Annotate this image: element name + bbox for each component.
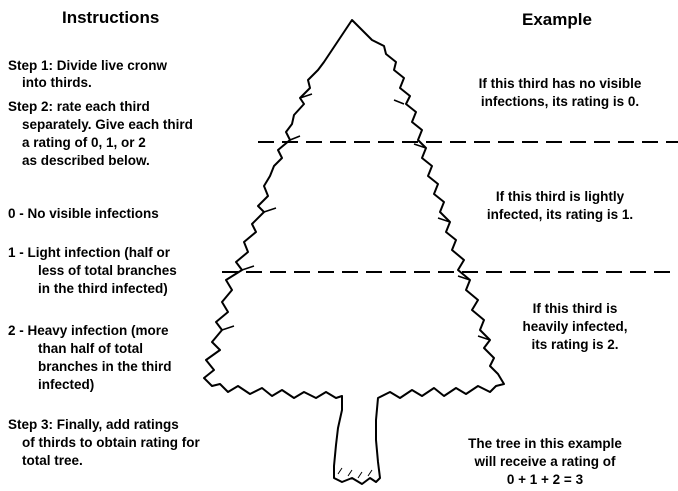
instructions-heading: Instructions [62, 8, 160, 27]
rating1-line2: less of total branches [38, 263, 177, 278]
example-total-line2: will receive a rating of [474, 454, 616, 469]
step3-line3: total tree. [22, 453, 83, 468]
rating1-line3: in the third infected) [38, 281, 168, 296]
step1-line1: Step 1: Divide live cronw [8, 58, 168, 73]
example-middle-line1: If this third is lightly [495, 189, 625, 204]
rating0-line1: 0 - No visible infections [8, 206, 159, 221]
rating2-line1: 2 - Heavy infection (more [8, 323, 169, 338]
rating2-line3: branches in the third [38, 359, 172, 374]
example-total-line1: The tree in this example [468, 436, 622, 451]
step2-line2: separately. Give each third [22, 117, 193, 132]
tree-base-grass [337, 467, 373, 479]
tree-branch-details [221, 93, 491, 341]
rating1-line1: 1 - Light infection (half or [8, 245, 170, 260]
step2-line4: as described below. [22, 153, 150, 168]
example-total-line3: 0 + 1 + 2 = 3 [506, 472, 584, 487]
example-bottom-line3: its rating is 2. [531, 337, 619, 352]
step2-line1: Step 2: rate each third [8, 99, 150, 114]
step2-line3: a rating of 0, 1, or 2 [22, 135, 146, 150]
step1-line2: into thirds. [22, 75, 92, 90]
rating2-line4: infected) [38, 377, 95, 392]
tree-crown-outline [203, 19, 505, 485]
step3-line1: Step 3: Finally, add ratings [8, 417, 179, 432]
example-middle-line2: infected, its rating is 1. [486, 207, 634, 222]
example-heading: Example [522, 10, 592, 29]
example-bottom-line2: heavily infected, [522, 319, 628, 334]
example-top-line1: If this third has no visible [478, 76, 642, 91]
rating2-line2: than half of total [38, 341, 143, 356]
step3-line2: of thirds to obtain rating for [22, 435, 200, 450]
example-bottom-line1: If this third is [532, 301, 618, 316]
example-top-line2: infections, its rating is 0. [480, 94, 640, 109]
